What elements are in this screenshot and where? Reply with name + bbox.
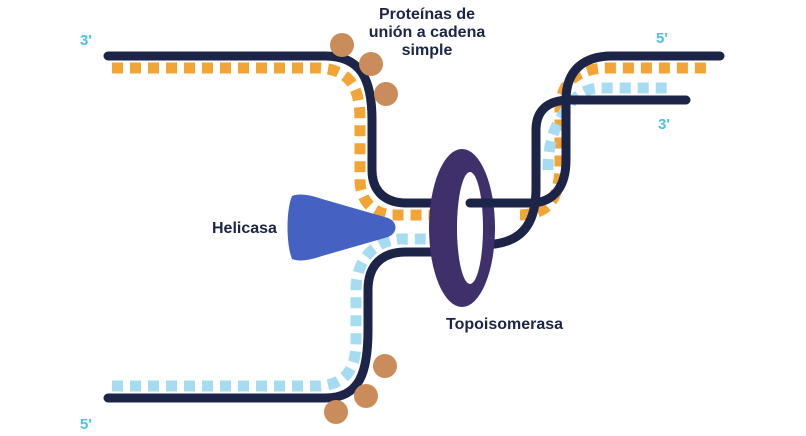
orange-bases-right xyxy=(519,62,712,221)
ssb-label: Proteínas de unión a cadena simple xyxy=(368,6,486,60)
ssb-label-line2: unión a cadena xyxy=(368,24,486,41)
protein-sphere-icon xyxy=(330,33,354,57)
helicase-wedge-icon xyxy=(287,194,396,261)
protein-sphere-icon xyxy=(373,354,397,378)
backbone-bottom-left xyxy=(103,247,475,403)
helicase-label: Helicasa xyxy=(212,220,277,237)
backbone-top-left xyxy=(103,51,480,208)
end-label-bottom-left: 5' xyxy=(80,416,92,433)
ssb-label-line3: simple xyxy=(401,42,453,59)
end-label-top-right: 5' xyxy=(656,30,668,47)
backbones xyxy=(103,51,725,403)
ssb-proteins xyxy=(324,33,398,424)
backbone-to-top-right xyxy=(490,51,725,208)
end-label-mid-right: 3' xyxy=(658,116,670,133)
protein-sphere-icon xyxy=(354,384,378,408)
topoisomerase-ring-icon xyxy=(429,149,505,307)
blue-bases-bottom-left xyxy=(112,233,478,392)
ssb-label-line1: Proteínas de xyxy=(378,6,476,23)
orange-bases xyxy=(112,62,712,221)
blue-bases xyxy=(112,82,672,392)
protein-sphere-icon xyxy=(324,400,348,424)
backbone-to-mid-right xyxy=(490,95,691,249)
protein-sphere-icon xyxy=(374,82,398,106)
topoisomerase-hole xyxy=(457,172,483,284)
end-label-top-left: 3' xyxy=(80,32,92,49)
topoisomerase-label: Topoisomerasa xyxy=(446,316,564,333)
orange-bases-top-left xyxy=(112,62,468,221)
protein-sphere-icon xyxy=(359,52,383,76)
